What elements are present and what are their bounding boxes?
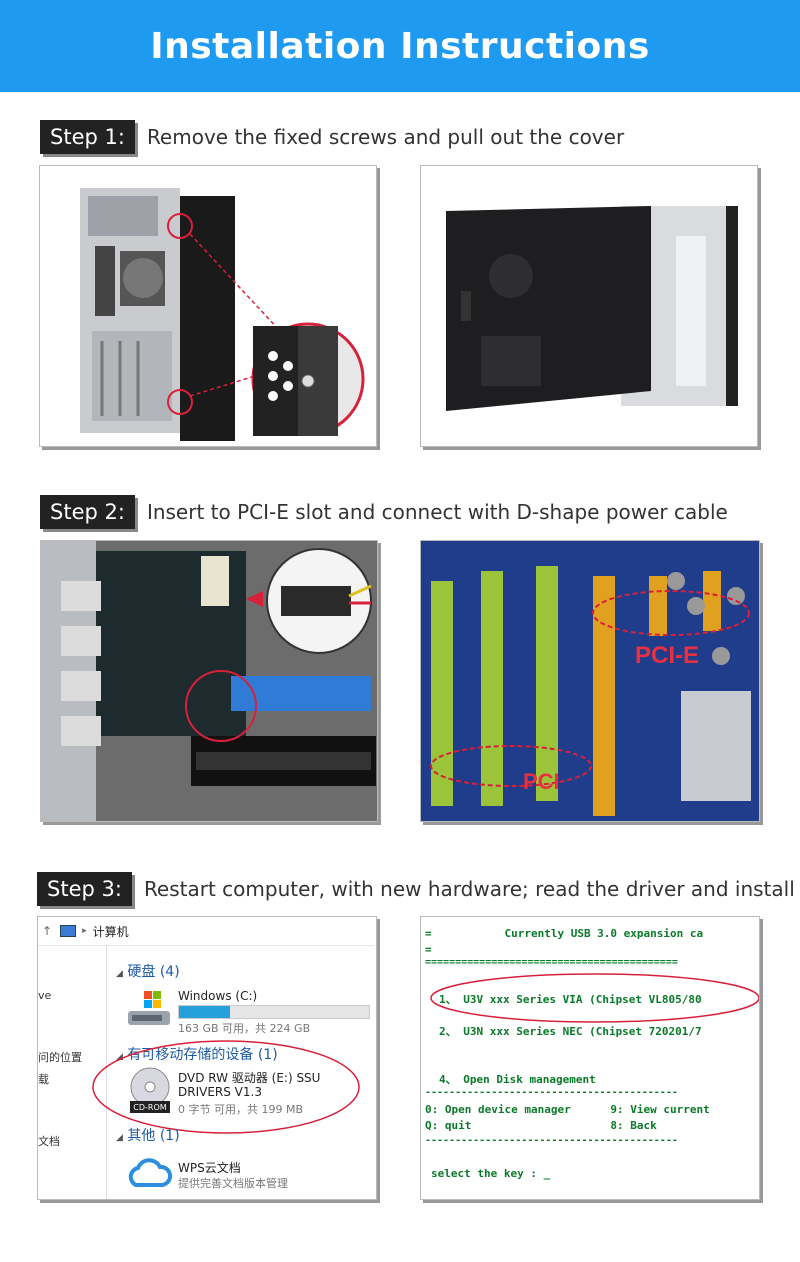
hard-drive-icon (128, 991, 170, 1025)
pcie-slot-label: PCI-E (635, 642, 699, 669)
photo-case-cover (420, 165, 758, 447)
step-2-badge: Step 2: (40, 495, 135, 529)
photo-motherboard-slots: PCI-E PCI (420, 540, 760, 822)
group-other-label: 其他 (1) (127, 1128, 180, 1144)
console-option-4[interactable]: 4、 Open Disk management (439, 1073, 596, 1086)
console-option-0[interactable]: 0: Open device manager 9: View current (425, 1103, 710, 1116)
group-hdd-label: 硬盘 (4) (127, 964, 180, 980)
step-3-heading: Step 3: Restart computer, with new hardw… (37, 872, 795, 906)
driver-console: = Currently USB 3.0 expansion ca = =====… (420, 916, 760, 1200)
chevron-right-icon: ▸ (82, 926, 87, 936)
nav-pane (38, 945, 107, 1199)
address-bar[interactable]: ↑ ▸ 计算机 (38, 917, 374, 946)
console-rule: ========================================… (425, 957, 678, 968)
cd-rom-icon: CD-ROM (130, 1067, 170, 1113)
collapse-arrow-icon: ◢ (116, 1052, 123, 1062)
dvd-name-line1: DVD RW 驱动器 (E:) SSU (178, 1071, 321, 1085)
cloud-icon (128, 1158, 172, 1187)
console-option-1[interactable]: 1、 U3V xxx Series VIA (Chipset VL805/80 (439, 993, 702, 1006)
dvd-name-line2: DRIVERS V1.3 (178, 1085, 262, 1099)
up-arrow-icon[interactable]: ↑ (42, 924, 53, 938)
group-removable-label: 有可移动存储的设备 (1) (127, 1047, 278, 1063)
wps-desc: 提供完善文档版本管理 (178, 1177, 288, 1190)
nav-item-2[interactable]: 问的位置 (38, 1051, 82, 1064)
page-title: Installation Instructions (150, 25, 650, 67)
address-path: 计算机 (92, 924, 129, 939)
group-removable[interactable]: ◢ 有可移动存储的设备 (1) (116, 1044, 278, 1064)
group-other[interactable]: ◢ 其他 (1) (116, 1125, 180, 1145)
step-3-text: Restart computer, with new hardware; rea… (143, 877, 795, 901)
console-option-q[interactable]: Q: quit 8: Back (425, 1119, 657, 1132)
console-prompt[interactable]: select the key : _ (431, 1167, 551, 1180)
group-hdd[interactable]: ◢ 硬盘 (4) (116, 961, 180, 981)
drive-c-name: Windows (C:) (178, 989, 258, 1003)
step-2-heading: Step 2: Insert to PCI-E slot and connect… (40, 495, 728, 529)
step-3-badge: Step 3: (37, 872, 132, 906)
cd-rom-badge: CD-ROM (133, 1103, 166, 1112)
drive-c-space: 163 GB 可用，共 224 GB (178, 1022, 311, 1035)
step-2-text: Insert to PCI-E slot and connect with D-… (146, 500, 728, 524)
pci-slot-label: PCI (523, 769, 560, 794)
highlight-ellipse (92, 1040, 360, 1134)
console-rule-3: ----------------------------------------… (425, 1135, 678, 1146)
explorer-window: ↑ ▸ 计算机 ve 问的位置 载 文档 ◢ 硬盘 (4) Windows (C… (37, 916, 377, 1200)
drive-c-usage-fill (179, 1006, 231, 1018)
wps-name: WPS云文档 (178, 1161, 241, 1175)
console-eq: = (425, 943, 432, 956)
console-rule-2: ----------------------------------------… (425, 1087, 678, 1098)
drive-c-usage-bar (178, 1005, 370, 1019)
step-1-badge: Step 1: (40, 120, 135, 154)
step-1-text: Remove the fixed screws and pull out the… (146, 125, 625, 149)
photo-card-install (40, 540, 378, 822)
step-1-heading: Step 1: Remove the fixed screws and pull… (40, 120, 624, 154)
photo-case-screws (39, 165, 377, 447)
computer-icon (60, 925, 77, 937)
option-highlight-ellipse (430, 973, 759, 1023)
header-banner: Installation Instructions (0, 0, 800, 92)
console-header: = Currently USB 3.0 expansion ca (425, 927, 704, 940)
console-option-2[interactable]: 2、 U3N xxx Series NEC (Chipset 720201/7 (439, 1025, 702, 1038)
dvd-space: 0 字节 可用，共 199 MB (178, 1103, 304, 1116)
nav-item-4[interactable]: 文档 (38, 1135, 60, 1148)
nav-item-3[interactable]: 载 (38, 1073, 49, 1086)
collapse-arrow-icon: ◢ (116, 969, 123, 979)
nav-item-1[interactable]: ve (38, 989, 52, 1002)
collapse-arrow-icon: ◢ (116, 1133, 123, 1143)
